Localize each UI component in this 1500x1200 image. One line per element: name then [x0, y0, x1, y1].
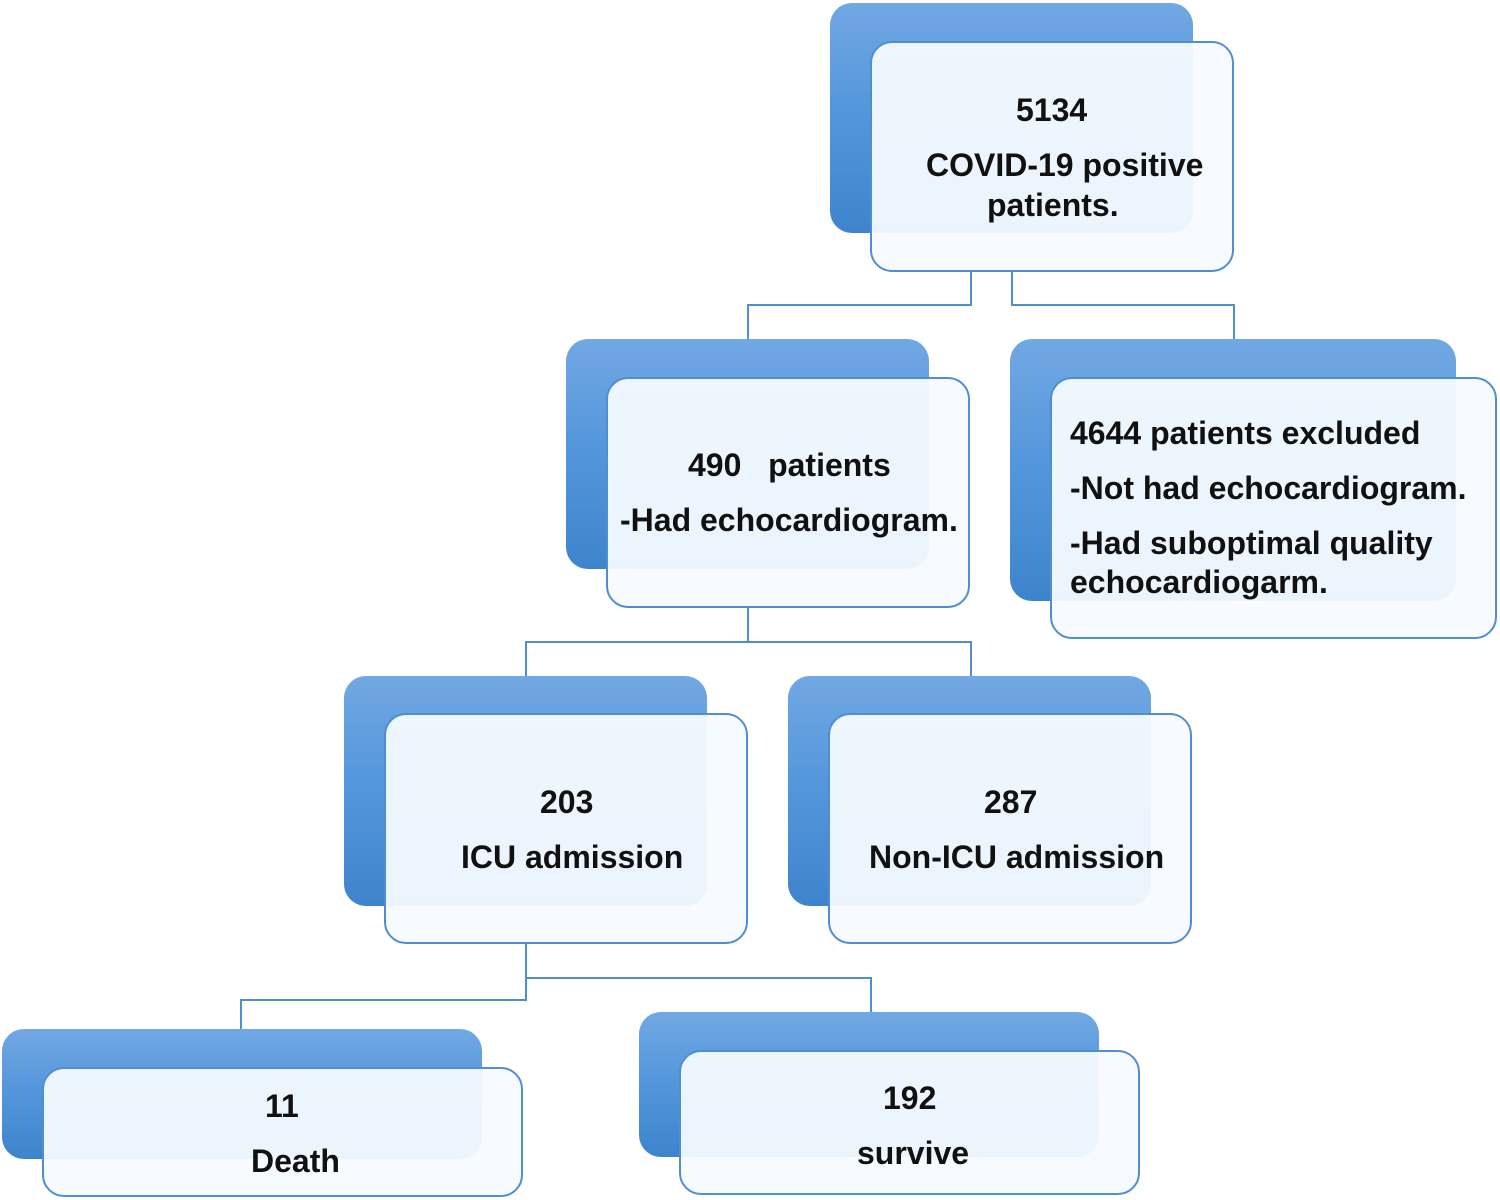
- icu-label: ICU admission: [461, 839, 684, 875]
- death-label: Death: [251, 1143, 340, 1179]
- icu-count: 203: [540, 784, 594, 820]
- node-card: 203 ICU admission: [384, 713, 748, 944]
- survive-count: 192: [883, 1080, 937, 1116]
- total-count: 5134: [1016, 92, 1088, 128]
- node-card: 287 Non-ICU admission: [828, 713, 1192, 944]
- node-card: 490 patients -Had echocardiogram.: [606, 377, 970, 608]
- total-line2: patients.: [987, 187, 1119, 223]
- non-icu-count: 287: [984, 784, 1038, 820]
- total-line1: COVID-19 positive: [926, 147, 1204, 183]
- survive-label: survive: [857, 1135, 970, 1171]
- node-card: 4644 patients excluded -Not had echocard…: [1050, 377, 1497, 639]
- echo-detail: -Had echocardiogram.: [620, 502, 958, 538]
- excluded-title: 4644 patients excluded: [1070, 415, 1421, 451]
- node-card: 5134 COVID-19 positive patients.: [870, 41, 1234, 272]
- excluded-reason1: -Not had echocardiogram.: [1070, 470, 1467, 506]
- node-card: 192 survive: [679, 1050, 1140, 1195]
- excluded-reason2-line2: echocardiogarm.: [1070, 564, 1328, 600]
- echo-count: 490 patients: [688, 447, 891, 483]
- node-card: 11 Death: [42, 1067, 523, 1197]
- non-icu-label: Non-ICU admission: [869, 839, 1165, 875]
- death-count: 11: [265, 1088, 299, 1124]
- excluded-reason2-line1: -Had suboptimal quality: [1070, 525, 1433, 561]
